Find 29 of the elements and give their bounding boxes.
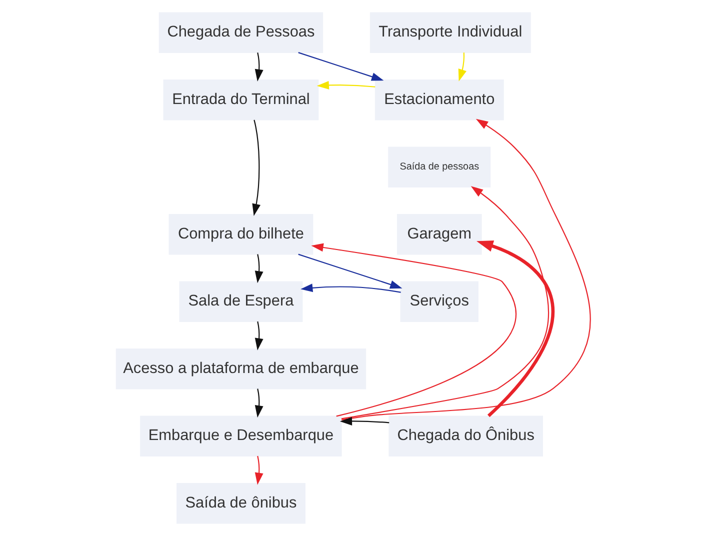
node-box: Saída de pessoas [388, 146, 491, 188]
node-box: Chegada de Pessoas [158, 12, 324, 54]
node-box: Embarque e Desembarque [140, 416, 342, 456]
node-box: Garagem [396, 214, 482, 255]
node-box: Transporte Individual [370, 12, 531, 54]
arrow [252, 120, 261, 216]
arrow [254, 456, 264, 485]
node-box: Sala de Espera [179, 281, 303, 322]
arrow [254, 388, 264, 418]
node-box: Entrada do Terminal [163, 80, 319, 120]
arrow [316, 80, 376, 90]
node-box: Serviços [400, 281, 478, 322]
arrow [340, 416, 390, 426]
arrow [300, 284, 401, 293]
arrow [254, 254, 264, 284]
node-box: Compra do bilhete [168, 214, 314, 255]
arrow [342, 118, 591, 420]
arrow [341, 186, 550, 420]
arrow [254, 321, 264, 350]
node-box: Acesso a plataforma de embarque [116, 348, 366, 390]
arrow [458, 52, 466, 82]
node-box: Chegada do Ônibus [388, 416, 543, 456]
arrow [311, 243, 516, 417]
arrow [476, 240, 554, 418]
node-box: Estacionamento [374, 80, 504, 120]
arrow [254, 52, 264, 82]
arrow [298, 254, 402, 289]
node-box: Saída de ônibus [176, 482, 306, 524]
arrow [298, 52, 384, 81]
